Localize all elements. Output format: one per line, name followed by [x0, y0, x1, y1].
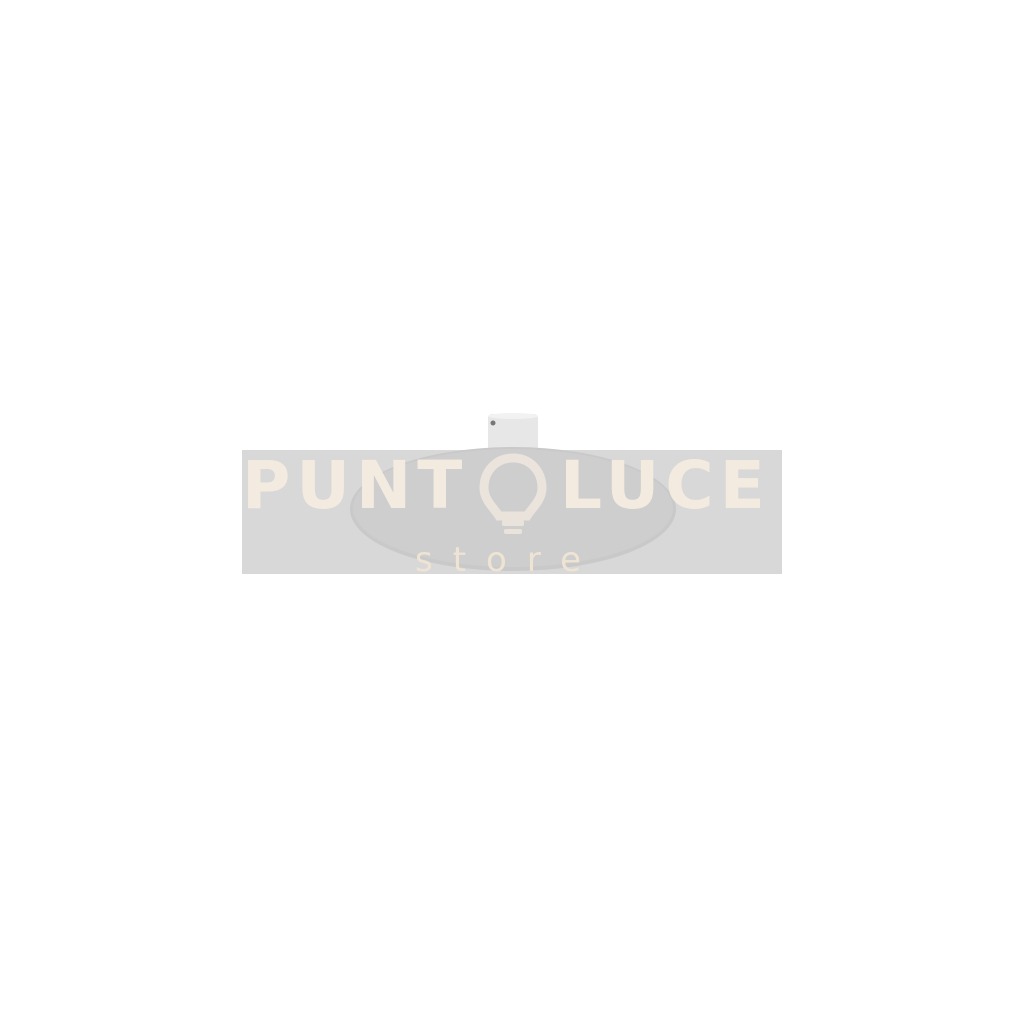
lamp-disc-highlight: [353, 449, 673, 567]
watermark-word-right: LUCE: [560, 447, 771, 524]
lamp-screw: [490, 420, 496, 426]
watermark-word-left: PUNT: [242, 447, 469, 524]
lamp-canopy-top: [488, 413, 538, 419]
watermark-subtitle: store: [415, 540, 601, 580]
lightbulb-icon: [479, 453, 547, 534]
